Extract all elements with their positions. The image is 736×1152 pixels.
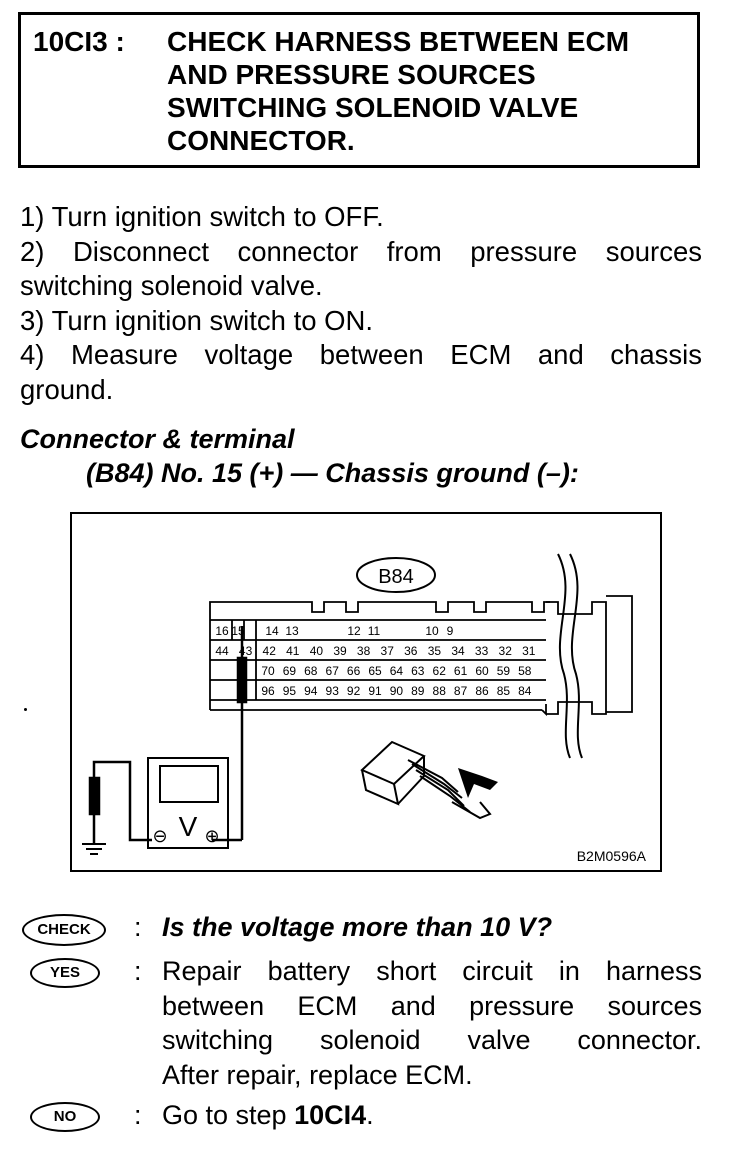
pin-number: 89 bbox=[411, 684, 425, 698]
yes-action: Repair battery short circuit in harness … bbox=[162, 954, 702, 1092]
pin-number: 39 bbox=[333, 644, 347, 658]
pin-number: 86 bbox=[475, 684, 489, 698]
minus-terminal-icon: ⊖ bbox=[152, 826, 167, 847]
pin-number: 61 bbox=[454, 664, 468, 678]
procedure-line: 1) Turn ignition switch to OFF. bbox=[20, 201, 384, 232]
no-badge: NO bbox=[30, 1102, 100, 1132]
pin-number: 67 bbox=[326, 664, 340, 678]
pin-number: 59 bbox=[497, 664, 511, 678]
probe-lead-negative bbox=[88, 760, 152, 844]
yes-badge: YES bbox=[30, 958, 100, 988]
pin-number: 38 bbox=[357, 644, 371, 658]
step-header-box: 10CI3 : CHECK HARNESS BETWEEN ECM AND PR… bbox=[18, 12, 700, 168]
step-title-line: AND PRESSURE SOURCES bbox=[167, 59, 536, 90]
pin-number: 40 bbox=[310, 644, 324, 658]
procedure-line: switching solenoid valve. bbox=[20, 270, 323, 301]
pin-number: 14 bbox=[265, 624, 279, 638]
pin-number: 64 bbox=[390, 664, 404, 678]
pin-number: 87 bbox=[454, 684, 468, 698]
no-action-text: Go to step bbox=[162, 1100, 295, 1130]
pin-number: 90 bbox=[390, 684, 404, 698]
step-title-line: CONNECTOR. bbox=[167, 125, 355, 156]
connector-terminal-detail: (B84) No. 15 (+) — Chassis ground (–): bbox=[86, 458, 579, 488]
connector-label: B84 bbox=[378, 566, 414, 588]
pin-number: 10 bbox=[425, 624, 439, 638]
yes-action-line: After repair, replace ECM. bbox=[162, 1059, 473, 1090]
probe-lead-positive bbox=[212, 626, 248, 842]
pin-number: 12 bbox=[347, 624, 361, 638]
arrow-icon bbox=[458, 768, 498, 798]
connector-label-ellipse bbox=[356, 557, 436, 593]
yes-colon: : bbox=[134, 956, 142, 986]
voltmeter bbox=[147, 757, 229, 849]
step-title-line: CHECK HARNESS BETWEEN ECM bbox=[167, 26, 630, 57]
pin-number: 93 bbox=[326, 684, 340, 698]
pin-number: 70 bbox=[261, 664, 275, 678]
step-title-line: SWITCHING SOLENOID VALVE bbox=[167, 92, 579, 123]
pin-number: 88 bbox=[433, 684, 447, 698]
no-action-suffix: . bbox=[366, 1100, 374, 1130]
check-question: Is the voltage more than 10 V? bbox=[162, 912, 553, 942]
pin-number: 92 bbox=[347, 684, 361, 698]
pin-number: 16 bbox=[215, 624, 229, 638]
pin-number: 33 bbox=[475, 644, 489, 658]
pin-number: 35 bbox=[428, 644, 442, 658]
harness-break-lines bbox=[557, 553, 583, 759]
procedure-line: 4) Measure voltage between ECM and chass… bbox=[20, 339, 702, 370]
next-step-link[interactable]: 10CI4 bbox=[294, 1100, 367, 1130]
step-title: CHECK HARNESS BETWEEN ECM AND PRESSURE S… bbox=[167, 25, 687, 157]
pin-number: 37 bbox=[381, 644, 395, 658]
pin-number: 94 bbox=[304, 684, 318, 698]
no-action: Go to step 10CI4. bbox=[162, 1098, 702, 1133]
stray-dot bbox=[24, 708, 27, 711]
pin-number: 11 bbox=[368, 624, 381, 638]
connector-terminal-heading: Connector & terminal bbox=[20, 424, 295, 454]
pin-number: 85 bbox=[497, 684, 511, 698]
pin-number: 84 bbox=[518, 684, 532, 698]
pin-number: 68 bbox=[304, 664, 318, 678]
plus-terminal-icon: ⊕ bbox=[204, 826, 219, 847]
yes-action-line: switching solenoid valve connector. bbox=[162, 1025, 702, 1055]
pin-number: 65 bbox=[368, 664, 382, 678]
step-id: 10CI3 : bbox=[33, 26, 125, 57]
pin-number: 91 bbox=[368, 684, 382, 698]
pin-number: 41 bbox=[286, 644, 300, 658]
procedure-steps: 1) Turn ignition switch to OFF. 2) Disco… bbox=[20, 200, 702, 407]
pin-number: 62 bbox=[433, 664, 447, 678]
pin-number: 44 bbox=[215, 644, 229, 658]
pin-number: 32 bbox=[499, 644, 513, 658]
pin-number: 34 bbox=[451, 644, 465, 658]
ecm-connector bbox=[209, 595, 633, 717]
pin-number: 9 bbox=[447, 624, 454, 638]
ground-icon bbox=[82, 843, 106, 855]
voltmeter-symbol: V bbox=[179, 811, 198, 842]
no-colon: : bbox=[134, 1100, 142, 1130]
pin-number: 60 bbox=[475, 664, 489, 678]
pin-number: 36 bbox=[404, 644, 418, 658]
yes-action-line: between ECM and pressure sources bbox=[162, 990, 702, 1021]
pin-number: 63 bbox=[411, 664, 425, 678]
pin-number: 13 bbox=[285, 624, 299, 638]
procedure-line: 3) Turn ignition switch to ON. bbox=[20, 304, 374, 336]
check-colon: : bbox=[134, 912, 142, 942]
pin-number: 66 bbox=[347, 664, 361, 678]
check-badge: CHECK bbox=[22, 914, 106, 946]
procedure-line: ground. bbox=[20, 373, 114, 405]
procedure-line: 2) Disconnect connector from pressure so… bbox=[20, 235, 702, 267]
pin-number: 95 bbox=[283, 684, 297, 698]
figure-id: B2M0596A bbox=[576, 848, 646, 864]
solenoid-connector-icon bbox=[360, 740, 492, 820]
pin-number: 58 bbox=[518, 664, 532, 678]
pin-number: 96 bbox=[261, 684, 275, 698]
pin-number: 42 bbox=[263, 644, 277, 658]
yes-action-line: Repair battery short circuit in harness bbox=[162, 956, 702, 986]
pin-number: 31 bbox=[522, 644, 536, 658]
pin-number: 69 bbox=[283, 664, 297, 678]
